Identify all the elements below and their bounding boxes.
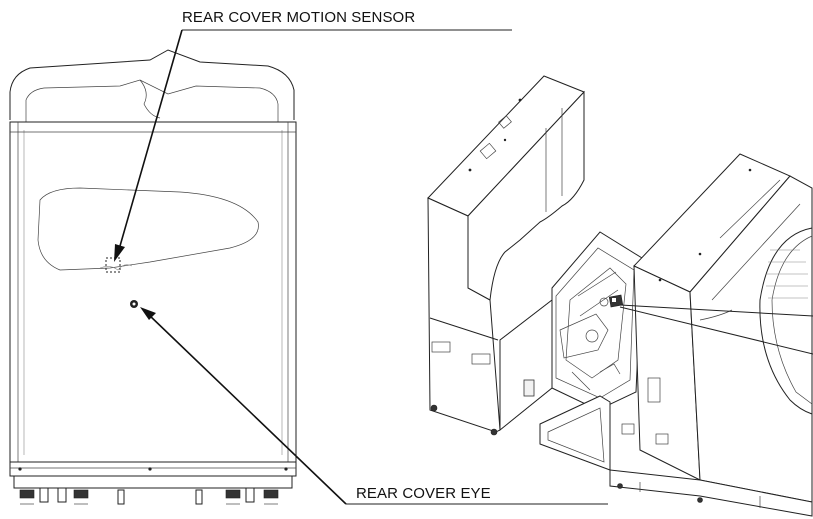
callout-motion-sensor (114, 29, 512, 262)
top-handle-inner (25, 79, 279, 122)
sensor-leader-lower (619, 306, 813, 355)
base-rail (9, 461, 297, 477)
open-cabinet-view (427, 75, 813, 517)
leveling-feet (19, 487, 279, 505)
handle-break (139, 79, 161, 119)
rear-view-cabinet (9, 49, 297, 505)
rear-body (9, 121, 297, 463)
motion-sensor-marker (105, 257, 121, 273)
opened-mechanism (539, 231, 643, 471)
front-cabinet (427, 75, 585, 436)
sensor-leader-upper (619, 304, 813, 317)
callout-rear-cover-eye (140, 307, 608, 505)
rear-cover-motion-sensor-label: REAR COVER MOTION SENSOR (182, 9, 416, 26)
rear-cover-eye-label: REAR COVER EYE (356, 485, 491, 502)
top-handle (9, 49, 295, 120)
cutaway-window (37, 187, 259, 271)
rear-cabinet (609, 153, 813, 517)
